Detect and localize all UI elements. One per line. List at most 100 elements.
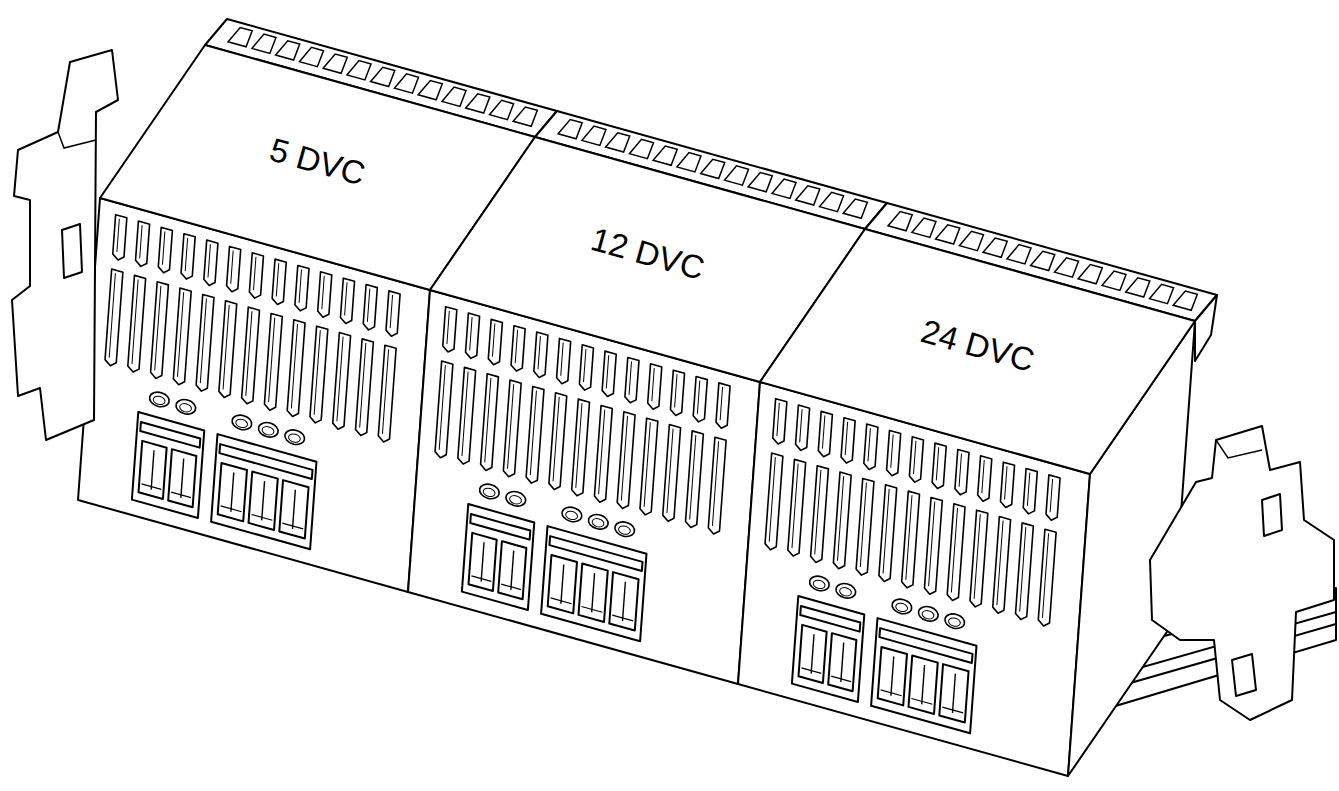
ridge-notch — [1078, 264, 1102, 283]
vent-slot — [272, 259, 286, 304]
vent-slot — [716, 383, 730, 428]
vent-slot-edge — [515, 330, 517, 363]
vent-slot — [686, 431, 704, 528]
ridge-notch — [558, 120, 582, 139]
ridge-notch — [489, 100, 513, 119]
vent-slot-edge — [584, 349, 586, 382]
vent-slot-edge — [223, 305, 229, 390]
vent-slot-edge — [367, 289, 369, 322]
terminal-contact — [511, 551, 514, 590]
vent-slot-edge — [974, 514, 980, 599]
ridge-notch — [606, 133, 630, 152]
vent-slot-edge — [470, 317, 472, 350]
vent-slot-edge — [652, 368, 654, 401]
vent-slot — [378, 345, 396, 442]
vent-slot-edge — [951, 508, 957, 593]
vent-slot — [811, 466, 829, 563]
terminal-contact — [231, 473, 234, 512]
vent-slot — [708, 437, 726, 534]
screw-head — [482, 487, 496, 498]
terminal-contact — [293, 490, 296, 529]
screw-head — [618, 525, 632, 536]
ridge-notch — [347, 61, 371, 80]
vent-slot-edge — [439, 365, 445, 450]
terminal-contact — [501, 584, 521, 590]
vent-slot-edge — [246, 311, 252, 396]
ridge-notch — [653, 146, 677, 165]
vent-slot-edge — [1005, 466, 1007, 499]
vent-slot-edge — [390, 295, 392, 328]
vent-slot — [557, 338, 571, 383]
vent-slot — [765, 453, 783, 550]
din-clip — [1150, 426, 1334, 720]
vent-slot-edge — [254, 257, 256, 290]
label-holder: 5 DVC — [100, 45, 535, 290]
terminal-block — [871, 618, 976, 733]
ridge-notch — [1173, 291, 1197, 310]
terminal-contact — [623, 582, 626, 621]
vent-slot-edge — [860, 483, 866, 568]
vent-slot — [841, 418, 855, 463]
screw-head — [261, 425, 275, 436]
vent-slot-edge — [530, 391, 536, 476]
vent-slot-edge — [140, 225, 142, 258]
terminal-contact — [181, 459, 184, 498]
vent-slot-edge — [621, 416, 627, 501]
ridge-notch — [959, 231, 983, 250]
ridge-notch — [1031, 251, 1055, 270]
ridge-notch — [371, 67, 395, 86]
vent-slot — [219, 301, 237, 398]
vent-slot — [978, 456, 992, 501]
ridge-notch — [983, 238, 1007, 257]
vent-slot-edge — [914, 441, 916, 474]
vent-slot — [227, 246, 241, 291]
vent-slot-edge — [606, 355, 608, 388]
vent-slot — [625, 357, 639, 402]
terminal-contact — [551, 598, 572, 604]
terminal-opening — [939, 664, 968, 722]
vent-slot-edge — [553, 397, 559, 482]
ridge-notch — [888, 212, 912, 231]
vent-slot-edge — [815, 470, 821, 555]
ridge-notch — [701, 159, 725, 178]
vent-slot-edge — [644, 422, 650, 507]
ridge-notch — [772, 179, 796, 198]
vent-slot-edge — [1027, 473, 1029, 506]
terminal-block — [462, 504, 534, 610]
vent-slot — [356, 339, 374, 436]
terminal-contact — [471, 576, 491, 582]
vent-slot-edge — [561, 343, 563, 376]
screw-hole — [230, 413, 253, 432]
vent-slot-edge — [777, 403, 779, 436]
terminal-block — [541, 526, 646, 641]
terminal-contact — [891, 657, 894, 696]
din-clip — [12, 50, 118, 440]
vent-slot-edge — [690, 435, 696, 520]
terminal-contact — [922, 665, 925, 704]
ridge-notch — [912, 218, 936, 237]
ridge-notch — [748, 172, 772, 191]
vent-slot — [909, 437, 923, 482]
vent-slot — [955, 449, 969, 494]
terminal-contact — [612, 615, 633, 621]
vent-slot-edge — [485, 378, 491, 463]
screw-hole — [504, 489, 527, 508]
vent-slot-edge — [720, 387, 722, 420]
vent-slot — [648, 364, 662, 409]
vent-slot — [864, 424, 878, 469]
vent-slot — [151, 282, 169, 379]
screw-hole — [890, 597, 913, 616]
terminal-contact — [831, 676, 851, 682]
screw-hole — [943, 612, 966, 631]
screw-hole — [478, 482, 501, 501]
vent-slot-edge — [337, 337, 343, 422]
ridge-notch — [1054, 258, 1078, 277]
clip-edge — [58, 132, 96, 148]
module-top-face: 12 DVC — [430, 137, 865, 382]
vent-slot — [105, 269, 123, 366]
vent-slot-edge — [929, 502, 935, 587]
clip-hole — [1262, 494, 1282, 536]
vent-slot — [602, 351, 616, 396]
top-face — [760, 229, 1195, 474]
